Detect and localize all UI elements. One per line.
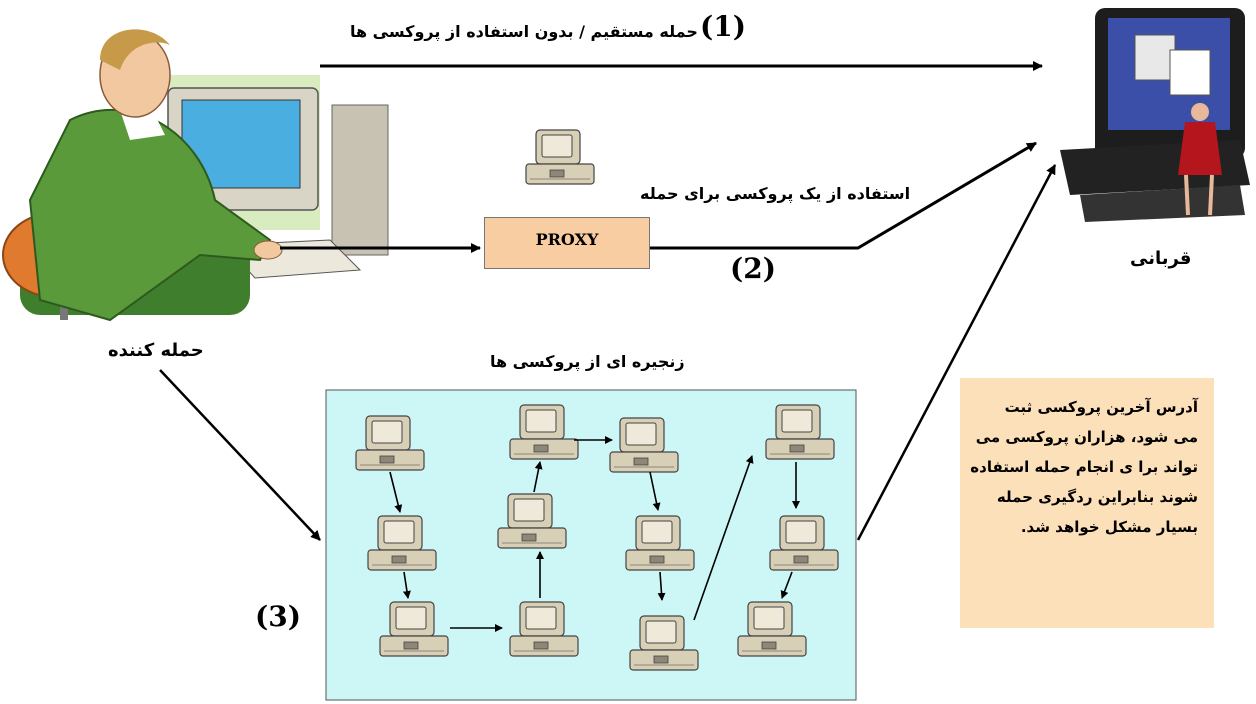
attacker-label: حمله کننده xyxy=(108,340,204,361)
arrow-2-label: استفاده از یک پروکسی برای حمله xyxy=(640,184,911,203)
arrow-1-label: حمله مستقیم / بدون استفاده از پروکسی ها xyxy=(350,22,698,41)
arrow-3-number: (3) xyxy=(255,600,301,633)
attacker-at-computer-icon xyxy=(2,29,389,322)
proxy-box: PROXY xyxy=(484,217,650,269)
arrow-3-label: زنجیره ای از پروکسی ها xyxy=(490,352,685,371)
arrow-2-number: (2) xyxy=(730,252,776,285)
chain-arrows xyxy=(389,436,800,632)
proxy-label: PROXY xyxy=(535,230,599,249)
victim-computer-icon xyxy=(1060,8,1250,222)
proxy-computer-icon xyxy=(525,129,595,185)
arrow-1-number: (1) xyxy=(700,10,746,43)
victim-label: قربانی xyxy=(1130,248,1192,269)
note-text: آدرس آخرین پروکسی ثبت می شود، هزاران پرو… xyxy=(970,398,1198,536)
note-box: آدرس آخرین پروکسی ثبت می شود، هزاران پرو… xyxy=(960,378,1214,628)
